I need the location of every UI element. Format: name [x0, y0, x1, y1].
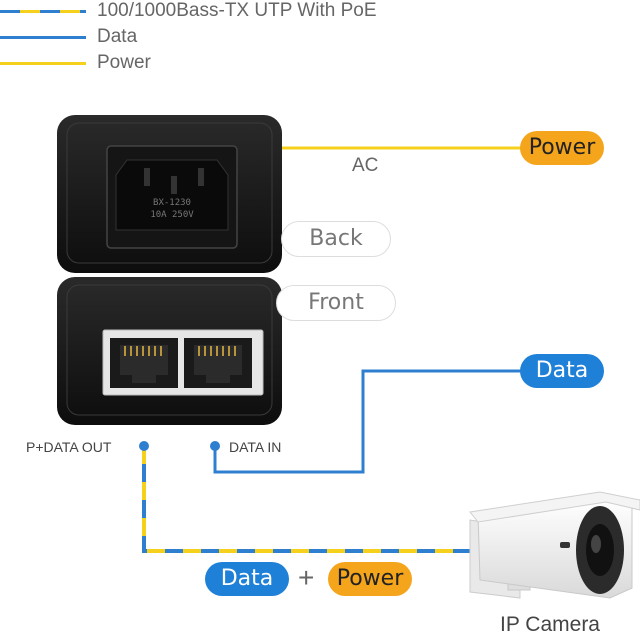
- plus-sign: +: [298, 562, 315, 593]
- data-in-label: DATA IN: [229, 439, 282, 455]
- injector-front: [57, 277, 282, 425]
- data-badge-bottom: Data: [205, 562, 289, 596]
- legend-label-poe: 100/1000Bass-TX UTP With PoE: [97, 0, 377, 21]
- p-data-out-dot: [139, 441, 149, 451]
- data-in-dot: [210, 441, 220, 451]
- legend-line-data: [0, 36, 86, 39]
- legend-item-data: Data: [0, 26, 420, 50]
- ip-camera: [469, 491, 640, 599]
- front-label: Front: [276, 285, 396, 321]
- legend-label-data: Data: [97, 26, 138, 47]
- legend-line-poe: [0, 10, 86, 13]
- socket-marking-2: 10A 250V: [150, 210, 194, 220]
- data-in-line: [213, 369, 525, 474]
- rj45-port-in: [184, 338, 252, 388]
- power-badge-bottom: Power: [328, 562, 412, 596]
- legend-label-power: Power: [97, 52, 151, 73]
- socket-marking-1: BX-1230: [153, 198, 191, 208]
- data-badge-right: Data: [520, 354, 604, 388]
- power-badge-top: Power: [520, 131, 604, 165]
- legend-item-poe: 100/1000Bass-TX UTP With PoE: [0, 0, 420, 24]
- ac-label: AC: [352, 155, 379, 176]
- legend: 100/1000Bass-TX UTP With PoE Data Power: [0, 0, 420, 80]
- rj45-port-out: [110, 338, 178, 388]
- ip-camera-label: IP Camera: [500, 613, 600, 636]
- poe-line-yellow: [142, 446, 472, 553]
- injector-back: BX-1230 10A 250V: [57, 115, 282, 273]
- legend-line-power: [0, 62, 86, 65]
- back-label: Back: [281, 221, 391, 257]
- p-data-out-label: P+DATA OUT: [26, 439, 112, 455]
- legend-item-power: Power: [0, 52, 420, 76]
- poe-line-blue: [142, 446, 472, 553]
